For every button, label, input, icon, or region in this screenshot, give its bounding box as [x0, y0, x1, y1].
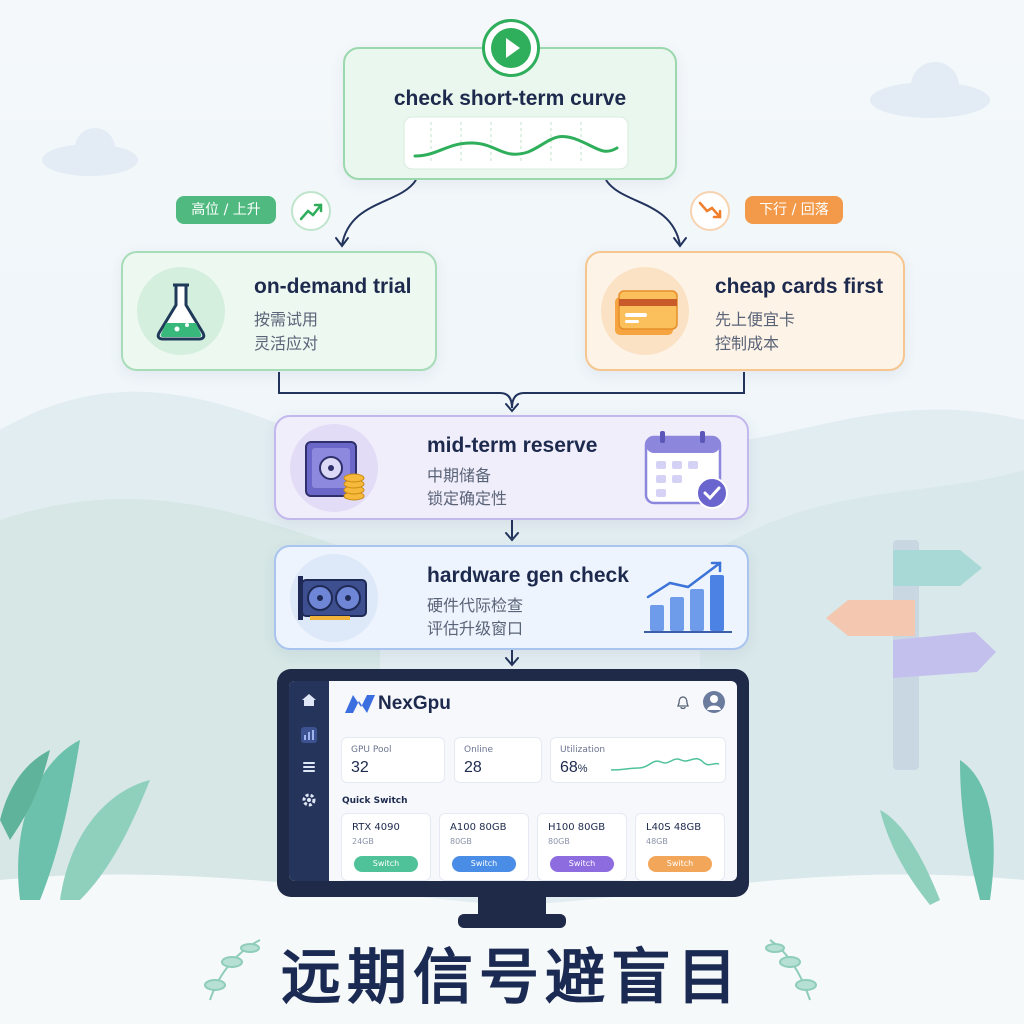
cheap-cards-card: cheap cards first 先上便宜卡 控制成本	[585, 251, 905, 371]
safe-icon	[290, 424, 378, 512]
flask-icon	[137, 267, 225, 355]
avatar[interactable]	[703, 691, 725, 713]
dashboard-monitor: NexGpu GPU Pool 32 Online 28 Utilization…	[277, 669, 749, 897]
leaf-sprig-left-icon	[204, 939, 261, 1001]
reserve-line1: 中期储备	[427, 466, 492, 485]
flow-connectors	[278, 179, 745, 664]
stat-label: GPU Pool	[351, 745, 392, 755]
on-demand-card: on-demand trial 按需试用 灵活应对	[121, 251, 437, 371]
branch-down-label: 下行 / 回落	[745, 196, 843, 224]
on-demand-line1: 按需试用	[254, 310, 319, 329]
quick-switch-label: Quick Switch	[342, 796, 408, 806]
short-term-curve-chart	[403, 116, 629, 170]
hardware-line2: 评估升级窗口	[427, 619, 524, 638]
hardware-line1: 硬件代际检查	[427, 596, 524, 615]
monitor-stand-base	[458, 914, 566, 928]
credit-card-icon	[601, 267, 689, 355]
hardware-card: hardware gen check 硬件代际检查 评估升级窗口	[274, 545, 749, 650]
gpu-memory: 48GB	[646, 837, 668, 846]
gpu-name: RTX 4090	[352, 822, 400, 833]
gpu-memory: 24GB	[352, 837, 374, 846]
gpu-name: L40S 48GB	[646, 822, 702, 833]
dashboard-screen: NexGpu GPU Pool 32 Online 28 Utilization…	[289, 681, 737, 881]
cloud-left-icon	[42, 128, 138, 176]
utilization-unit: %	[577, 763, 588, 775]
gpu-card-icon	[290, 554, 378, 642]
utilization-value: 68	[560, 759, 578, 776]
switch-button[interactable]: Switch	[452, 856, 516, 872]
trend-up-icon	[291, 191, 331, 231]
gpu-card-rtx4090: RTX 4090 24GB Switch	[341, 813, 431, 881]
gpu-name: A100 80GB	[450, 822, 507, 833]
start-title: check short-term curve	[393, 87, 627, 110]
stat-label: Utilization	[560, 745, 606, 755]
calendar-check-icon	[644, 431, 728, 509]
bar-growth-icon	[644, 561, 732, 633]
branch-up-label: 高位 / 上升	[176, 196, 276, 224]
reserve-title: mid-term reserve	[427, 434, 598, 457]
gpu-card-l40s: L40S 48GB 48GB Switch	[635, 813, 725, 881]
switch-button[interactable]: Switch	[550, 856, 614, 872]
gpu-card-h100: H100 80GB 80GB Switch	[537, 813, 627, 881]
reserve-line2: 锁定确定性	[427, 489, 508, 508]
settings-icon[interactable]	[300, 791, 318, 809]
cheap-cards-line1: 先上便宜卡	[715, 310, 796, 329]
stat-utilization: Utilization 68%	[550, 737, 726, 783]
menu-icon[interactable]	[300, 758, 318, 776]
stat-online: Online 28	[454, 737, 542, 783]
stat-value: 68%	[560, 759, 588, 777]
utilization-sparkline	[610, 758, 720, 771]
nexgpu-logo-icon	[345, 695, 375, 713]
chart-nav-icon[interactable]	[300, 726, 318, 744]
hardware-title: hardware gen check	[427, 564, 629, 587]
stat-label: Online	[464, 745, 494, 755]
leaf-sprig-right-icon	[765, 939, 817, 1001]
reserve-card: mid-term reserve 中期储备 锁定确定性	[274, 415, 749, 520]
switch-button[interactable]: Switch	[648, 856, 712, 872]
gpu-name: H100 80GB	[548, 822, 606, 833]
gpu-memory: 80GB	[548, 837, 570, 846]
dashboard-sidebar	[289, 681, 329, 881]
stat-value: 32	[351, 759, 369, 776]
stat-value: 28	[464, 759, 482, 776]
cheap-cards-title: cheap cards first	[715, 275, 884, 298]
on-demand-title: on-demand trial	[254, 275, 412, 298]
monitor-stand-neck	[478, 896, 546, 916]
signpost-icon	[826, 540, 996, 770]
play-icon	[482, 19, 540, 77]
cheap-cards-line2: 控制成本	[715, 334, 780, 353]
gpu-card-a100: A100 80GB 80GB Switch	[439, 813, 529, 881]
cloud-right-icon	[870, 62, 990, 118]
trend-down-icon	[690, 191, 730, 231]
brand-name: NexGpu	[378, 693, 451, 714]
flow-arrowheads	[335, 237, 687, 667]
stat-gpu-pool: GPU Pool 32	[341, 737, 445, 783]
gpu-memory: 80GB	[450, 837, 472, 846]
plant-right-icon	[880, 760, 994, 905]
plant-left-icon	[0, 740, 150, 900]
on-demand-line2: 灵活应对	[254, 334, 319, 353]
bell-icon[interactable]	[675, 695, 691, 711]
switch-button[interactable]: Switch	[354, 856, 418, 872]
footer-title: 远期信号避盲目	[281, 943, 743, 1013]
home-icon[interactable]	[300, 691, 318, 709]
